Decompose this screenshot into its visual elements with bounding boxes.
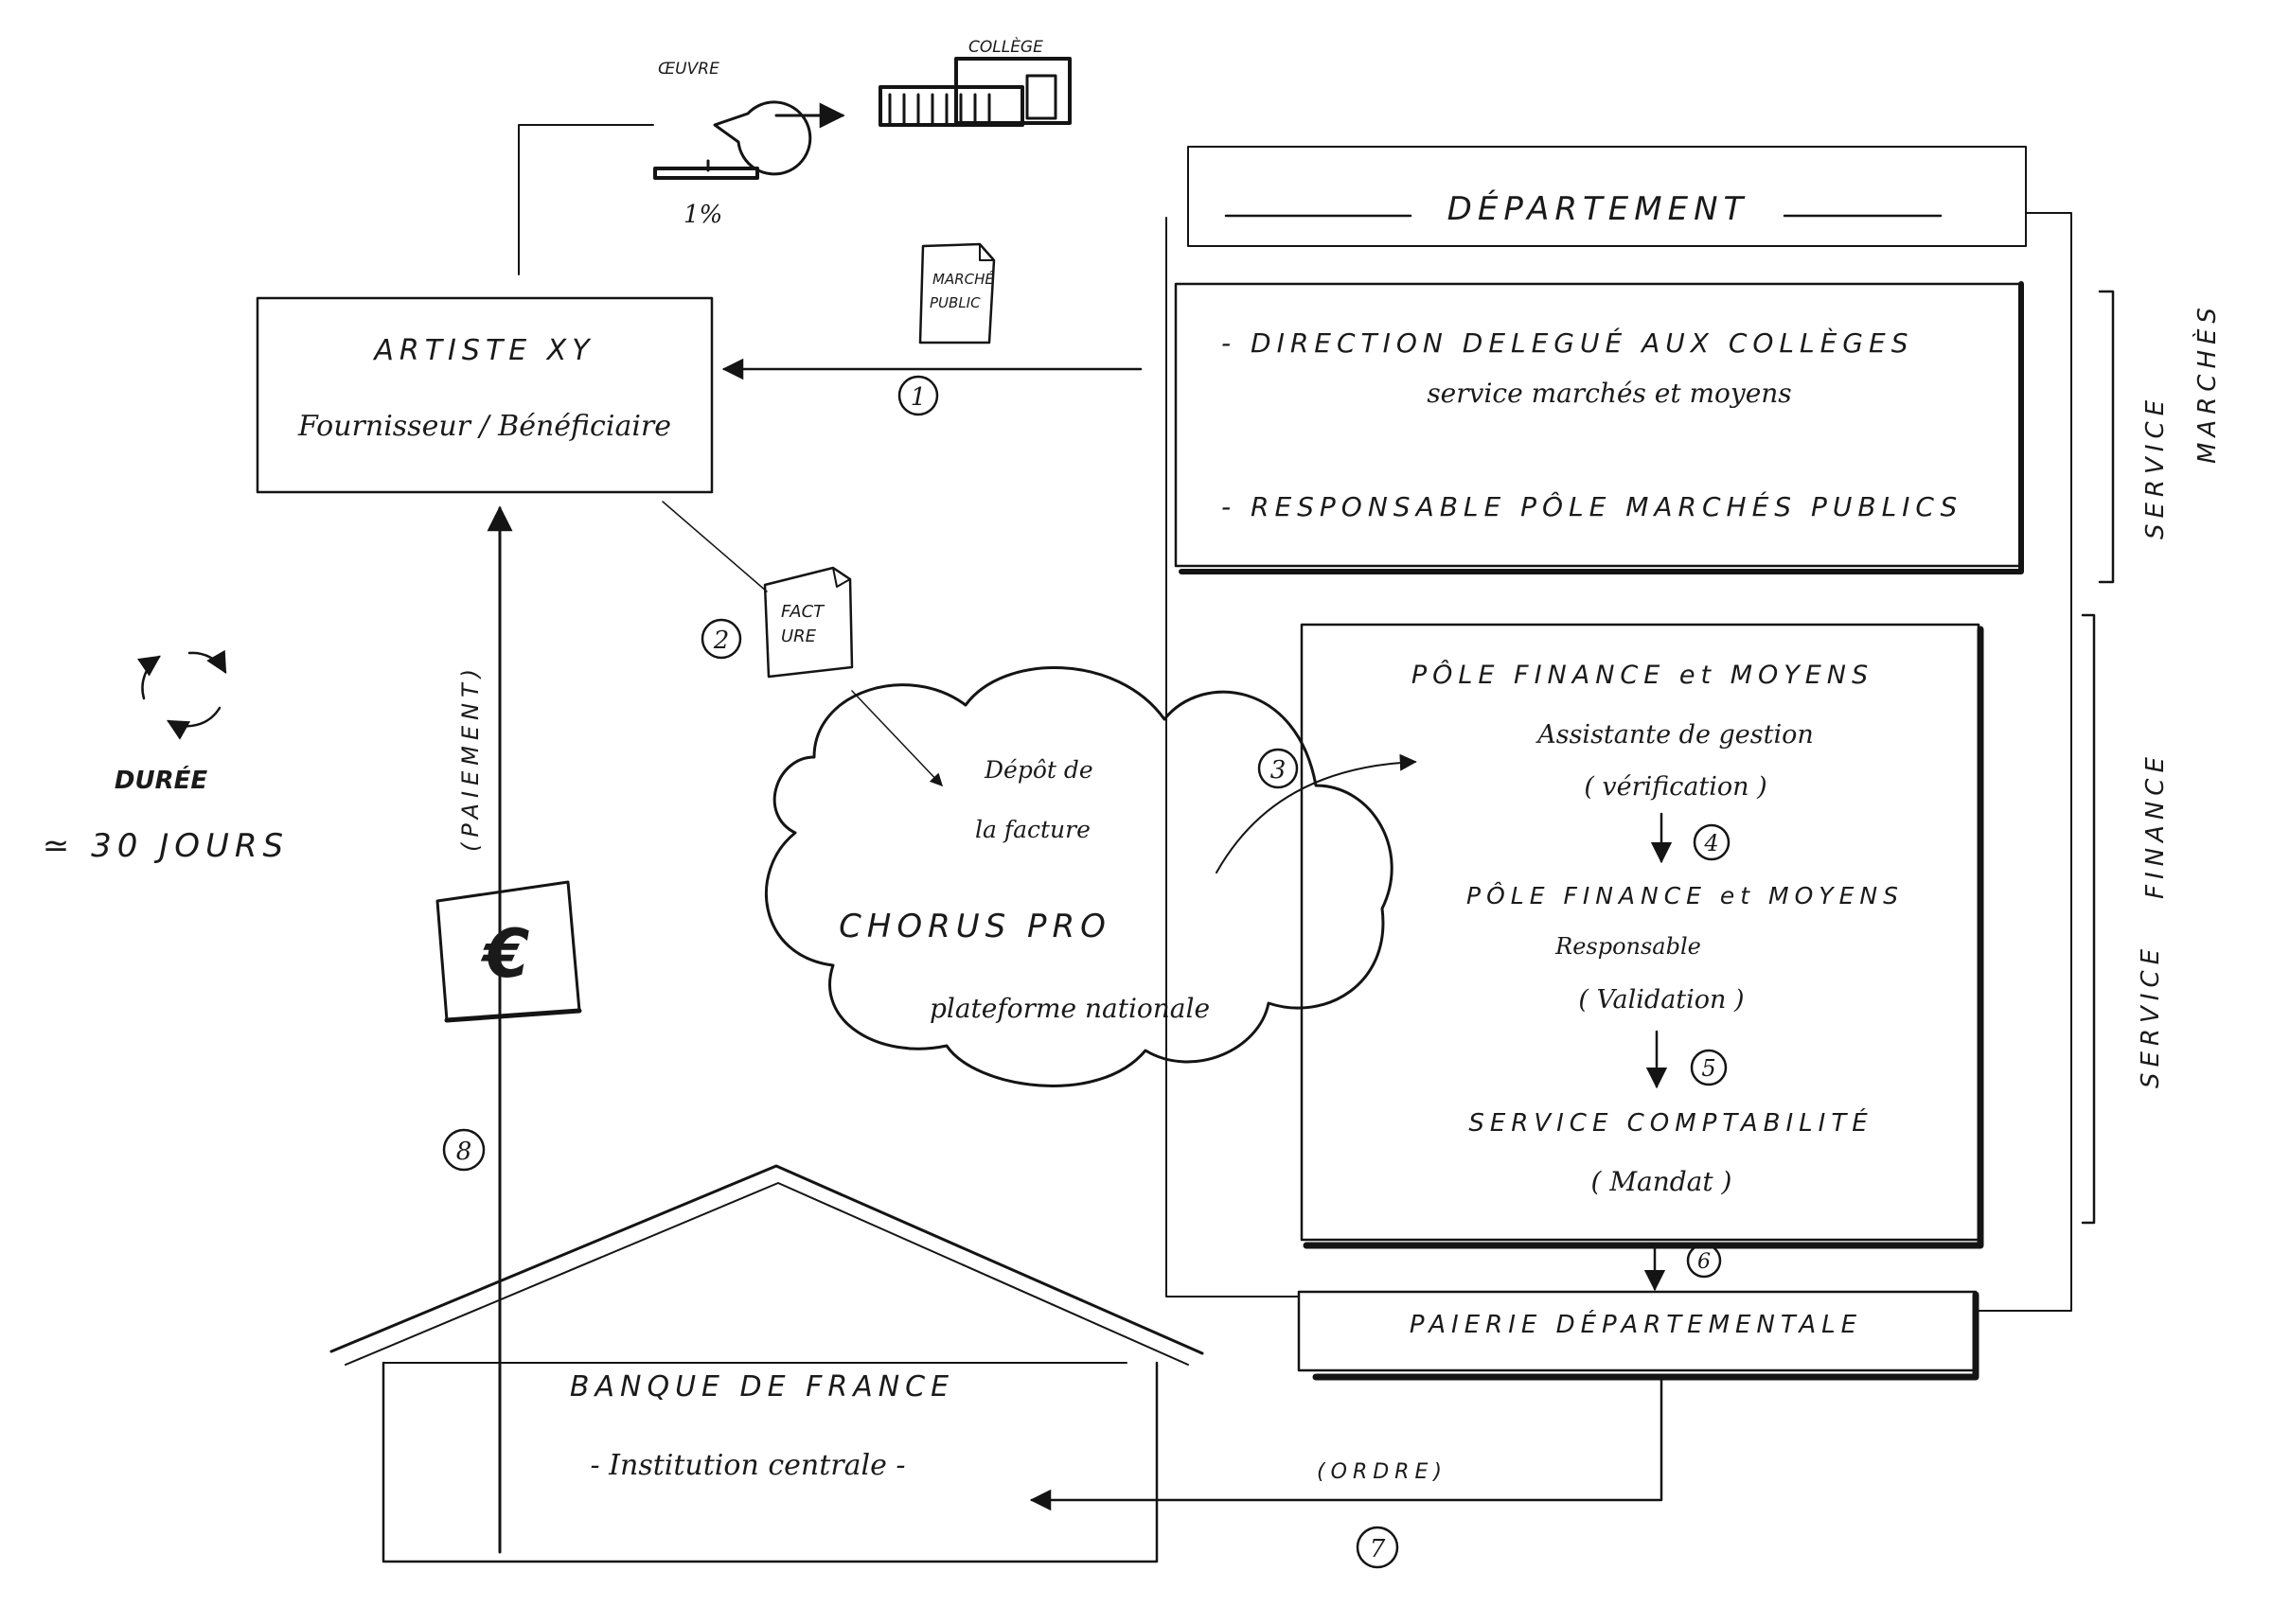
artist-to-oeuvre-line bbox=[518, 124, 654, 275]
facture-doc-line2: URE bbox=[781, 627, 817, 646]
finance-line8: ( Mandat ) bbox=[1591, 1166, 1732, 1197]
service-finance-bracket bbox=[2081, 613, 2096, 1225]
step4-badge: 4 bbox=[1693, 823, 1731, 861]
marches-line3: - RESPONSABLE PÔLE MARCHÉS PUBLICS bbox=[1221, 490, 1962, 522]
finance-line4: PÔLE FINANCE et MOYENS bbox=[1466, 881, 1904, 909]
svg-text:2: 2 bbox=[713, 627, 730, 655]
paierie-box-shadow bbox=[1312, 1291, 1979, 1381]
finance-line5: Responsable bbox=[1554, 933, 1701, 960]
side-label-finance-b: FINANCE bbox=[2141, 751, 2170, 899]
chorus-depot-line2: la facture bbox=[975, 816, 1091, 843]
side-label-finance-a: SERVICE bbox=[2137, 944, 2165, 1088]
marches-box bbox=[1174, 282, 2023, 568]
svg-text:6: 6 bbox=[1697, 1250, 1711, 1274]
facture-doc-line1: FACT bbox=[781, 602, 825, 622]
cycle-icon bbox=[136, 649, 227, 740]
finance-line6: ( Validation ) bbox=[1578, 985, 1744, 1015]
duration-value: ≃ 30 JOURS bbox=[43, 827, 289, 865]
step6-badge: 6 bbox=[1686, 1243, 1722, 1279]
step7-arrow bbox=[1029, 1375, 1663, 1511]
finance-line7: SERVICE COMPTABILITÉ bbox=[1468, 1107, 1873, 1138]
side-label-marches-b: MARCHÈS bbox=[2192, 302, 2222, 464]
facture-to-chorus-arrow bbox=[851, 690, 943, 786]
marches-line1: - DIRECTION DELEGUÉ AUX COLLÈGES bbox=[1221, 327, 1913, 359]
oeuvre-label: ŒUVRE bbox=[658, 60, 719, 79]
svg-text:7: 7 bbox=[1370, 1535, 1386, 1563]
svg-text:3: 3 bbox=[1270, 756, 1287, 785]
euro-banknote-icon: € bbox=[435, 880, 582, 1023]
artist-subtitle: Fournisseur / Bénéficiaire bbox=[297, 410, 671, 443]
step7-badge: 7 bbox=[1356, 1526, 1399, 1569]
departement-frame bbox=[1165, 146, 2072, 1312]
paiement-label: (PAIEMENT) bbox=[457, 663, 484, 852]
chorus-subtitle: plateforme nationale bbox=[930, 993, 1210, 1024]
chorus-title: CHORUS PRO bbox=[839, 908, 1111, 945]
step3-badge: 3 bbox=[1257, 748, 1299, 789]
step3-arrow bbox=[1216, 753, 1417, 874]
marches-box-shadow bbox=[1179, 281, 2024, 574]
banque-building bbox=[329, 1164, 1204, 1563]
marche-public-document: MARCHÉ PUBLIC bbox=[918, 242, 996, 344]
step2-badge: 2 bbox=[701, 618, 742, 660]
artist-to-facture-line bbox=[662, 501, 768, 592]
finance-box bbox=[1300, 623, 1980, 1242]
finance-line2: Assistante de gestion bbox=[1535, 720, 1814, 750]
svg-text:8: 8 bbox=[456, 1138, 472, 1166]
banque-title: BANQUE DE FRANCE bbox=[570, 1370, 954, 1403]
artist-box bbox=[256, 296, 714, 494]
service-marches-bracket bbox=[2098, 290, 2115, 584]
step5-badge: 5 bbox=[1690, 1049, 1728, 1086]
svg-text:€: € bbox=[481, 915, 530, 993]
svg-text:5: 5 bbox=[1701, 1055, 1715, 1082]
marche-doc-line2: PUBLIC bbox=[930, 294, 981, 311]
duration-title: DURÉE bbox=[115, 765, 207, 795]
departement-title: DÉPARTEMENT bbox=[1447, 189, 1749, 228]
marches-line2: service marchés et moyens bbox=[1427, 378, 1791, 409]
svg-text:1: 1 bbox=[911, 383, 927, 412]
ordre-label: (ORDRE) bbox=[1317, 1460, 1447, 1484]
banque-subtitle: - Institution centrale - bbox=[590, 1449, 905, 1482]
chorus-cloud bbox=[765, 665, 1393, 1087]
college-label: COLLÈGE bbox=[968, 36, 1043, 57]
chorus-depot-line1: Dépôt de bbox=[984, 756, 1093, 784]
finance-box-shadow bbox=[1303, 626, 1984, 1249]
side-label-marches-a: SERVICE bbox=[2141, 395, 2170, 539]
college-icon bbox=[879, 57, 1072, 127]
svg-text:4: 4 bbox=[1703, 830, 1718, 856]
percent-label: 1% bbox=[683, 201, 722, 229]
step1-badge: 1 bbox=[897, 375, 939, 416]
step8-badge: 8 bbox=[442, 1128, 486, 1172]
paierie-label: PAIERIE DÉPARTEMENTALE bbox=[1410, 1309, 1862, 1339]
oeuvre-icon bbox=[653, 100, 812, 180]
marche-doc-line1: MARCHÉ bbox=[932, 270, 994, 288]
artist-title: ARTISTE XY bbox=[372, 334, 595, 367]
finance-line1: PÔLE FINANCE et MOYENS bbox=[1411, 660, 1873, 690]
facture-document: FACT URE bbox=[763, 566, 854, 679]
finance-line3: ( vérification ) bbox=[1584, 772, 1766, 802]
